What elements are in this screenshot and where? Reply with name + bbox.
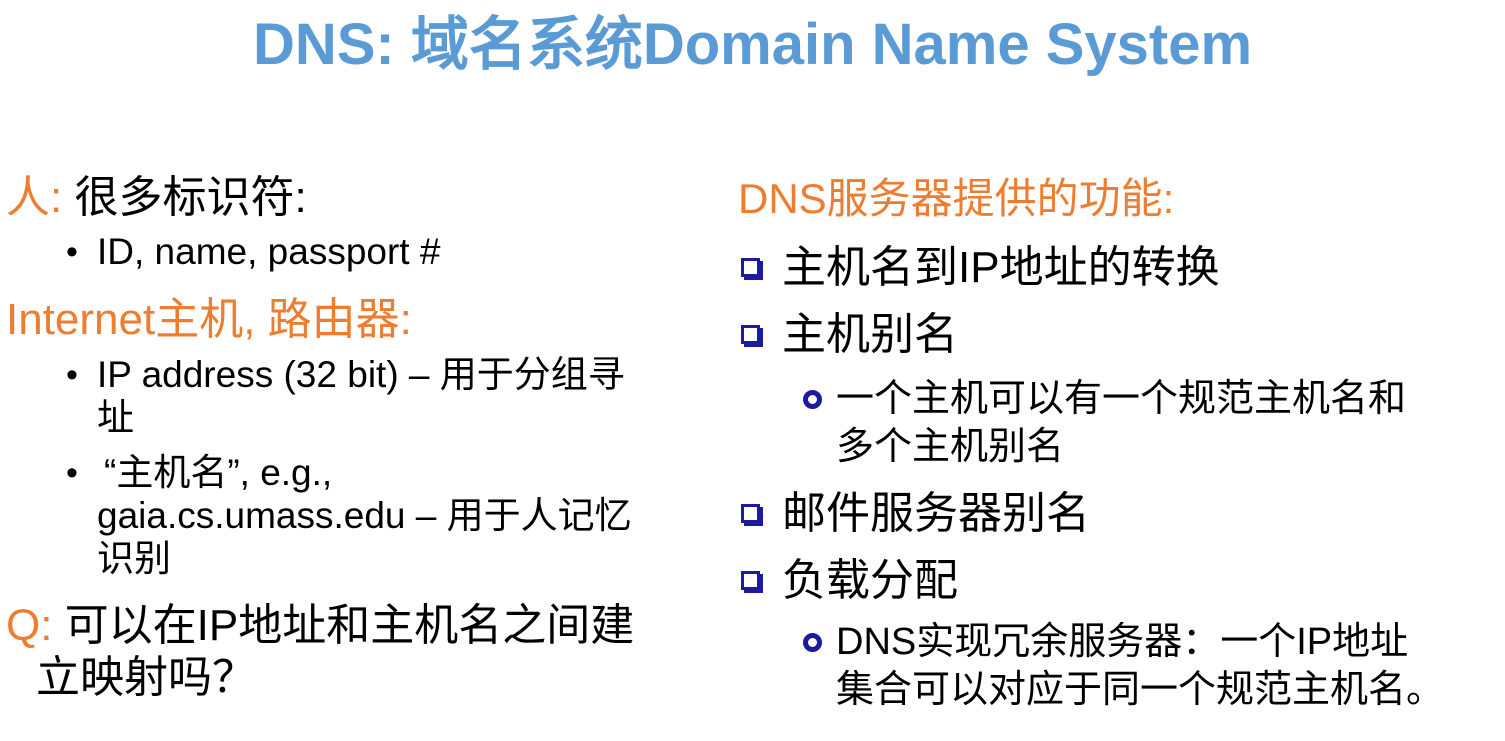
ip-item-line1: IP address (32 bit) – 用于分组寻	[97, 354, 625, 395]
load-distribution-sub-line1: DNS实现冗余服务器：一个IP地址	[836, 621, 1409, 663]
hosts-heading: Internet主机, 路由器:	[6, 295, 412, 344]
square-bullet-icon	[741, 325, 760, 344]
host-alias-sub-line2: 多个主机别名	[836, 426, 1065, 468]
ring-bullet-icon	[803, 390, 822, 409]
people-label: 人:	[6, 173, 63, 222]
square-bullet-icon	[741, 504, 760, 523]
question-label: Q:	[6, 601, 53, 650]
question-line1: Q: 可以在IP地址和主机名之间建	[6, 600, 634, 652]
function-item-host-alias: 主机别名	[782, 310, 958, 359]
hostname-item-line2: gaia.cs.umass.edu – 用于人记忆	[97, 495, 632, 536]
function-item-hostname-translation: 主机名到IP地址的转换	[782, 243, 1220, 292]
people-heading: 人: 很多标识符:	[6, 172, 307, 224]
bullet-dot-icon: •	[66, 454, 78, 492]
hostname-item-line3: 识别	[97, 538, 171, 579]
dns-functions-heading: DNS服务器提供的功能:	[738, 175, 1175, 222]
load-distribution-sub-line2: 集合可以对应于同一个规范主机名。	[836, 669, 1445, 711]
people-item: ID, name, passport #	[97, 231, 441, 272]
question-line2: 立映射吗？	[36, 653, 256, 702]
square-bullet-icon	[741, 571, 760, 590]
bullet-dot-icon: •	[66, 356, 78, 394]
bullet-dot-icon: •	[66, 233, 78, 271]
hostname-item-line1: “主机名”, e.g.,	[104, 452, 333, 493]
square-bullet-icon	[741, 258, 760, 277]
function-item-load-distribution: 负载分配	[782, 556, 958, 605]
question-text: 可以在IP地址和主机名之间建	[52, 601, 635, 650]
function-item-mail-alias: 邮件服务器别名	[782, 489, 1090, 538]
people-text: 很多标识符:	[62, 173, 307, 222]
host-alias-sub-line1: 一个主机可以有一个规范主机名和	[836, 378, 1407, 420]
ring-bullet-icon	[803, 633, 822, 652]
ip-item-line2: 址	[97, 397, 134, 438]
slide-title: DNS: 域名系统Domain Name System	[252, 12, 1253, 77]
